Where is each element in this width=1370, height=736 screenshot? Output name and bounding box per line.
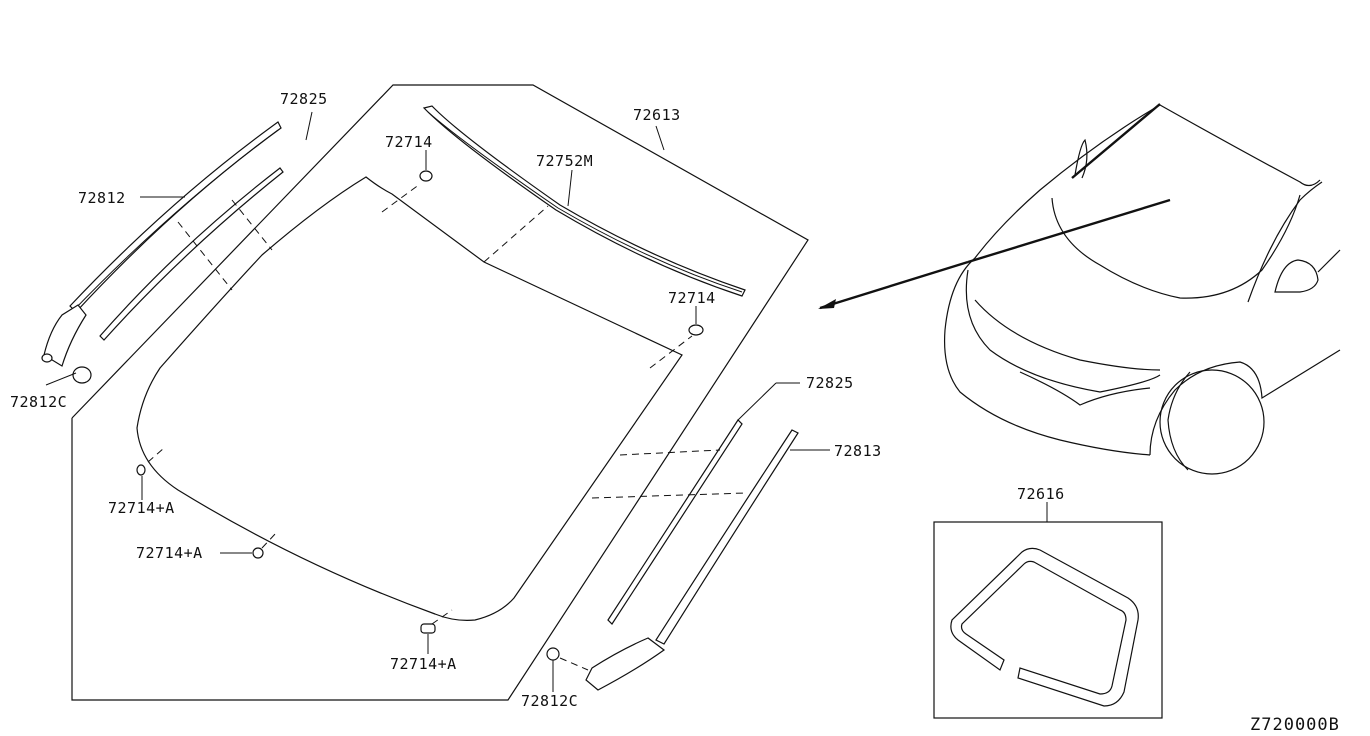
leader-lines: [45, 111, 1048, 692]
label-72714a-3[interactable]: 72714+A: [390, 655, 457, 673]
label-72616[interactable]: 72616: [1017, 485, 1065, 503]
car-front-illustration: [818, 103, 1341, 475]
part-labels: 72825 72812 72812C 72714 72752M 72613 72…: [10, 90, 1340, 735]
label-72825-right[interactable]: 72825: [806, 374, 854, 392]
diagram-code: Z720000B: [1250, 715, 1340, 735]
label-72613[interactable]: 72613: [633, 106, 681, 124]
label-72812[interactable]: 72812: [78, 189, 126, 207]
clip-72714-top[interactable]: [419, 170, 433, 182]
clip-72714a-1[interactable]: [136, 464, 146, 476]
label-72714-top[interactable]: 72714: [385, 133, 433, 151]
windshield-assembly-frame: [71, 84, 809, 701]
label-72714a-2[interactable]: 72714+A: [136, 544, 203, 562]
label-72825-top[interactable]: 72825: [280, 90, 328, 108]
top-molding[interactable]: [422, 105, 746, 297]
pillar-molding-left[interactable]: [99, 167, 284, 341]
clip-72714-right[interactable]: [688, 324, 704, 336]
seal-inset-box: [933, 521, 1163, 719]
label-72714a-1[interactable]: 72714+A: [108, 499, 175, 517]
label-72812c-left[interactable]: 72812C: [10, 393, 67, 411]
label-72813[interactable]: 72813: [834, 442, 882, 460]
label-72752m[interactable]: 72752M: [536, 152, 593, 170]
clip-72714a-3[interactable]: [420, 623, 436, 634]
clip-72812c-left[interactable]: [41, 353, 92, 384]
dashed-connectors: [147, 183, 746, 625]
side-molding-left[interactable]: [43, 121, 282, 367]
windshield-seal[interactable]: [950, 547, 1139, 707]
label-72714-right[interactable]: 72714: [668, 289, 716, 307]
clip-72714a-2[interactable]: [252, 547, 264, 559]
side-molding-right[interactable]: [585, 429, 799, 691]
pillar-molding-right[interactable]: [607, 419, 743, 625]
windshield-glass[interactable]: [136, 176, 683, 621]
label-72812c-bottom[interactable]: 72812C: [521, 692, 578, 710]
